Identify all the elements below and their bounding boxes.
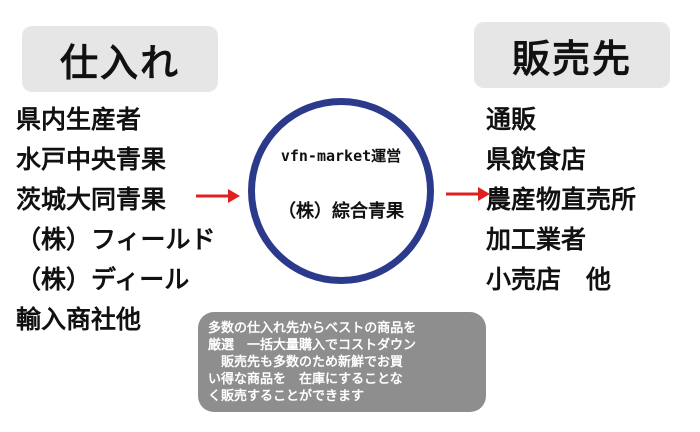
supply-item: 県内生産者 [16,105,142,134]
sales-list: 通販 県飲食店 農産物直売所 加工業者 小売店 他 [486,100,636,300]
note-line: く販売することができます [208,389,365,404]
sales-item: 小売店 他 [486,265,612,294]
arrow-right-icon [446,187,490,201]
sales-title: 販売先 [511,36,632,81]
note-box: 多数の仕入れ先からベストの商品を 厳選 一括大量購入でコストダウン 販売先も多数… [198,312,486,412]
supply-item: 茨城大同青果 [16,185,167,214]
note-line: 販売先も多数のため新鮮でお買 [208,355,404,370]
sales-header: 販売先 [474,22,670,88]
note-line: 厳選 一括大量購入でコストダウン [208,338,417,353]
note-line: 多数の仕入れ先からベストの商品を [208,321,417,336]
supply-item: （株）フィールド [16,225,216,254]
note-line: い得な商品を 在庫にすることな [208,372,403,387]
sales-item: 加工業者 [486,225,587,254]
supply-title: 仕入れ [59,40,180,85]
supply-list: 県内生産者 水戸中央青果 茨城大同青果 （株）フィールド （株）ディール 輸入商… [16,100,216,340]
supply-header: 仕入れ [22,26,218,92]
supply-item: 輸入商社他 [16,305,142,334]
sales-item: 農産物直売所 [486,185,637,214]
sales-item: 通販 [486,105,537,134]
company-name: （株）綜合青果 [278,201,404,222]
supply-item: （株）ディール [16,265,190,294]
supply-item: 水戸中央青果 [16,145,167,174]
sales-item: 県飲食店 [486,145,587,174]
operator-name: vfn-market運営 [280,147,402,165]
arrow-right-icon [196,189,240,203]
operator-circle: vfn-market運営 （株）綜合青果 [248,98,434,284]
